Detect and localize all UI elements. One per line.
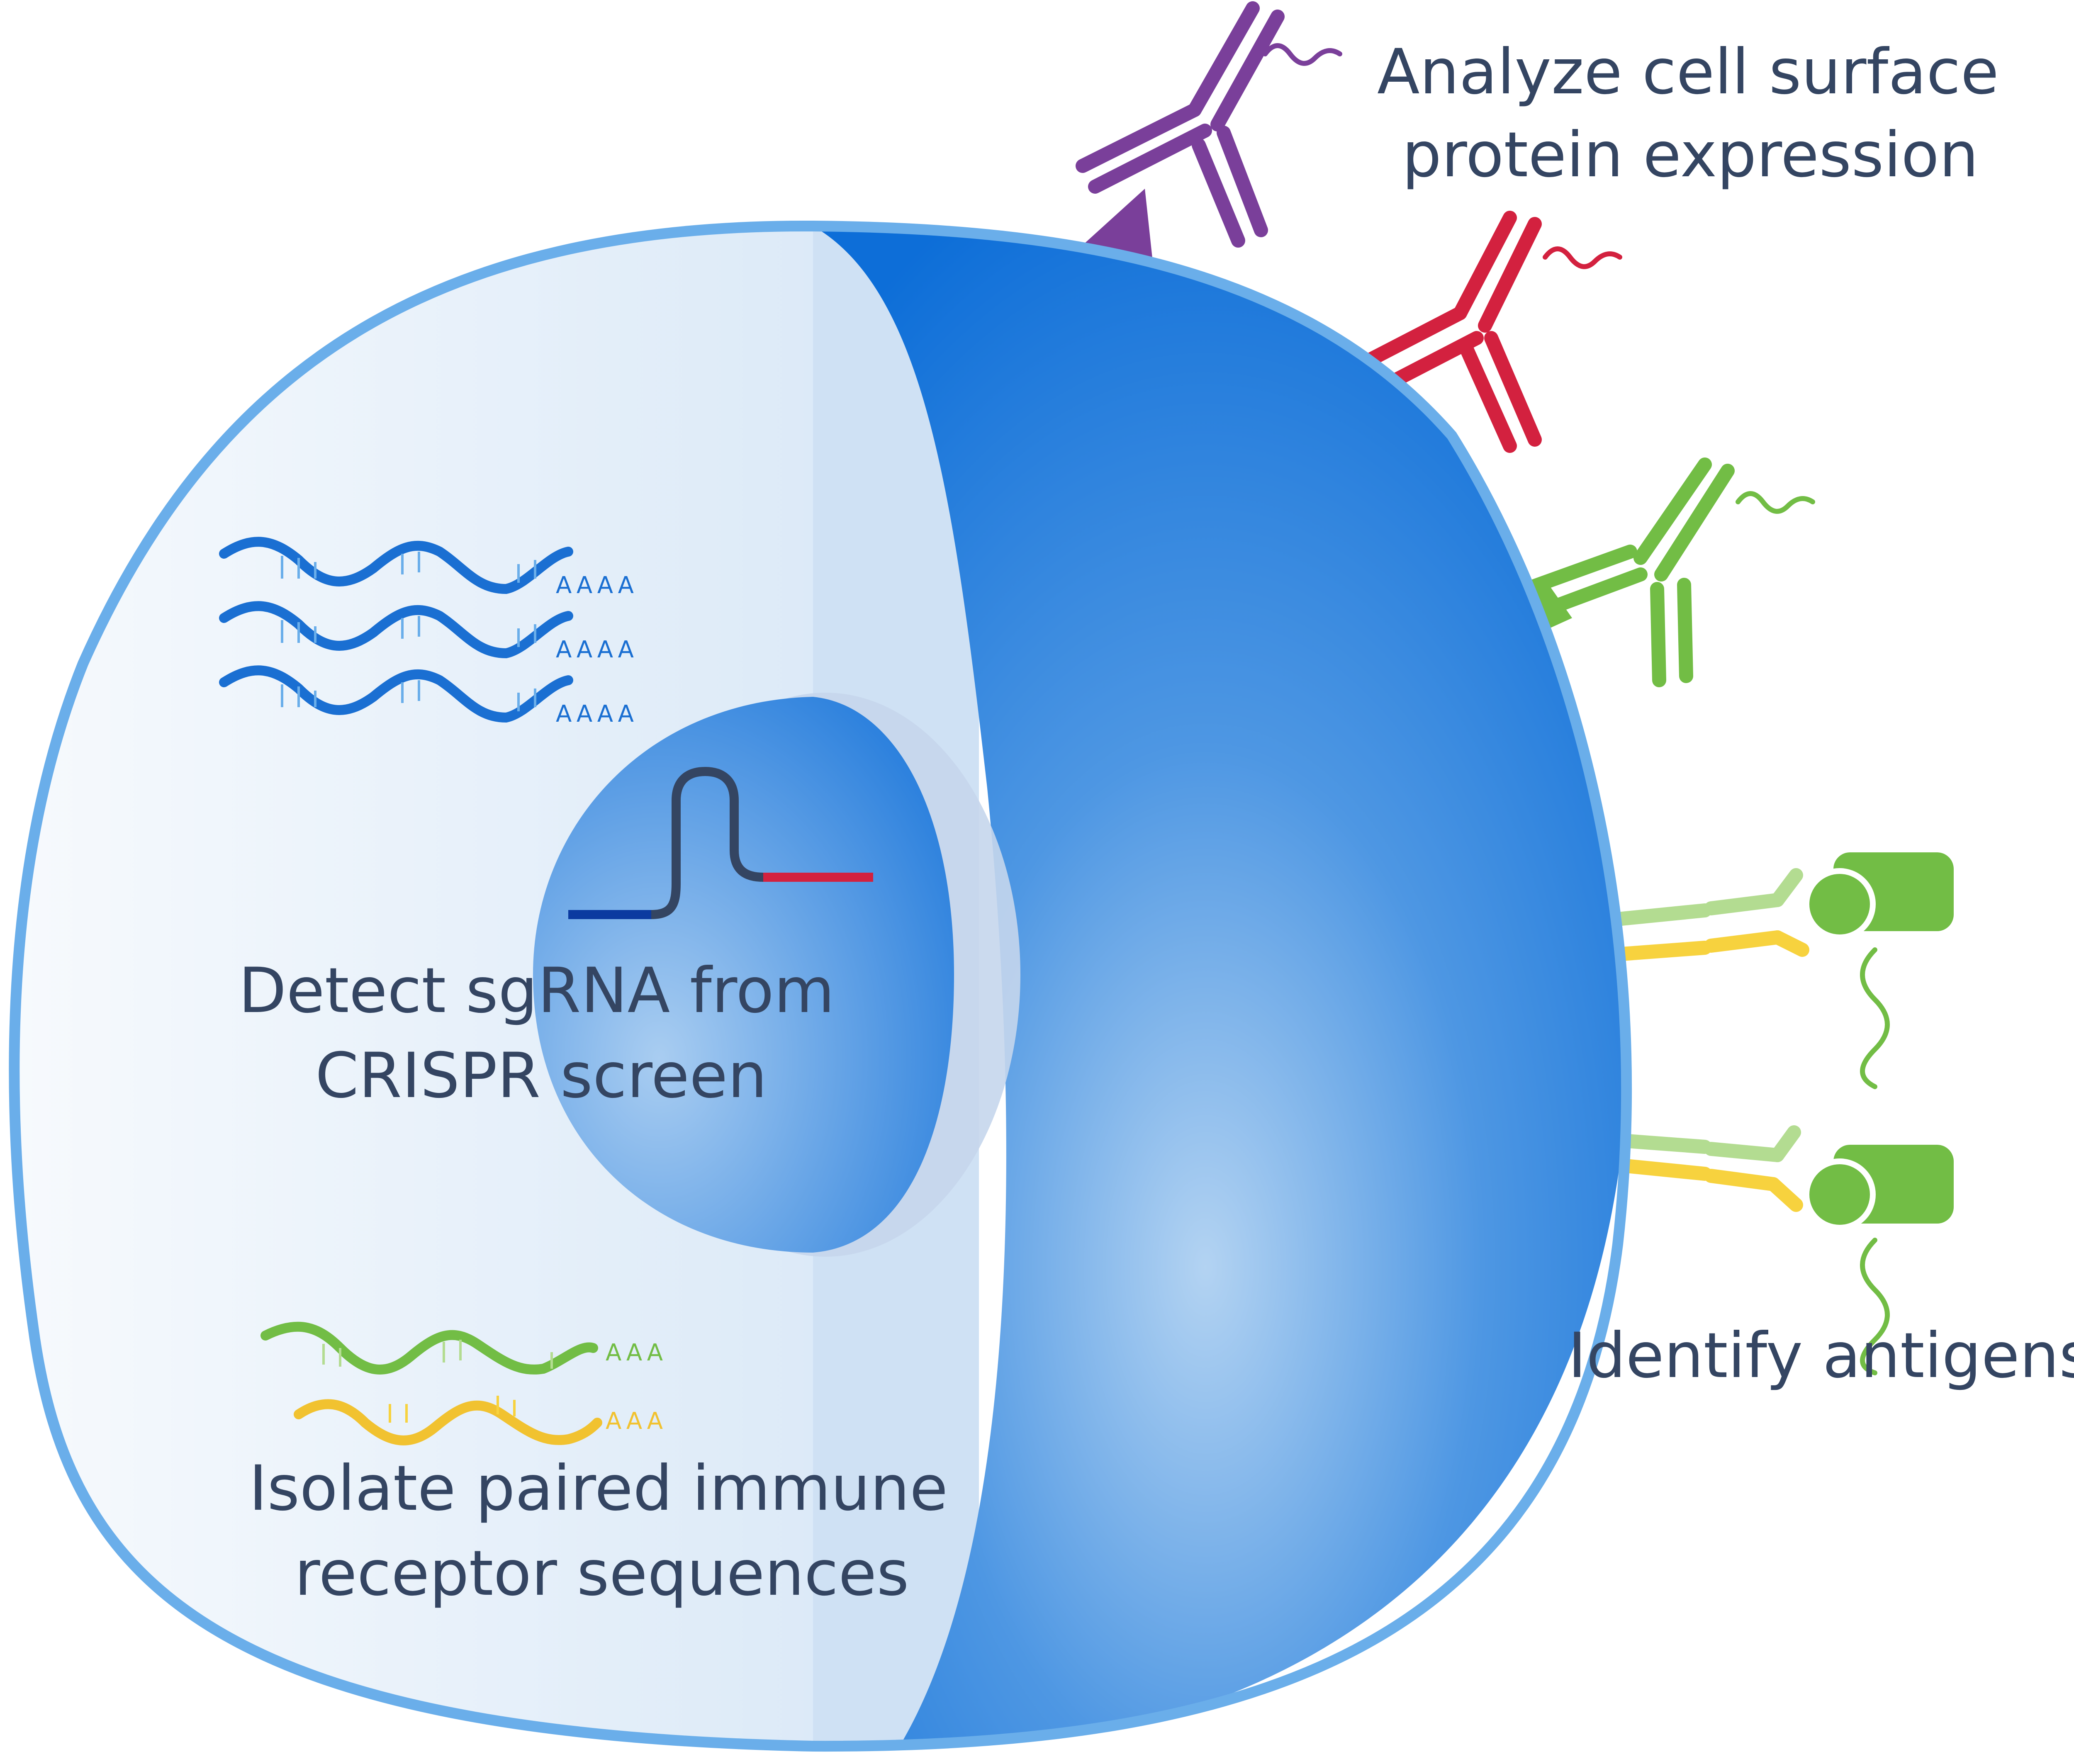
label-antigens: Identify antigens [1568,1320,2074,1392]
green-antibody-icon [1489,457,1815,687]
t-cell-receptor-icon [1615,1125,1954,1375]
polya-tail-3: AAAA [556,701,638,727]
label-surface-protein-line1: Analyze cell surface [1377,36,1999,108]
polya-tail-1: AAAA [556,572,638,599]
label-sgrna-line2: CRISPR screen [315,1040,767,1112]
sgrna-icon [568,766,873,919]
label-surface-protein-line2: protein expression [1402,119,1979,191]
t-cell-receptor-icon [1615,852,1954,1089]
cell [9,220,1632,1752]
label-sgrna-line1: Detect sgRNA from [239,955,835,1027]
mrna-blue-strands: AAAA AAAA AAAA [219,537,638,727]
polya-tail-green: AAA [606,1339,667,1366]
polya-tail-yellow: AAA [606,1408,667,1435]
purple-antibody-icon [1076,1,1342,265]
label-immune-line2: receptor sequences [295,1538,909,1610]
mrna-immune-strands: AAA AAA [260,1321,667,1445]
polya-tail-2: AAAA [556,636,638,663]
label-immune-line1: Isolate paired immune [249,1453,948,1525]
